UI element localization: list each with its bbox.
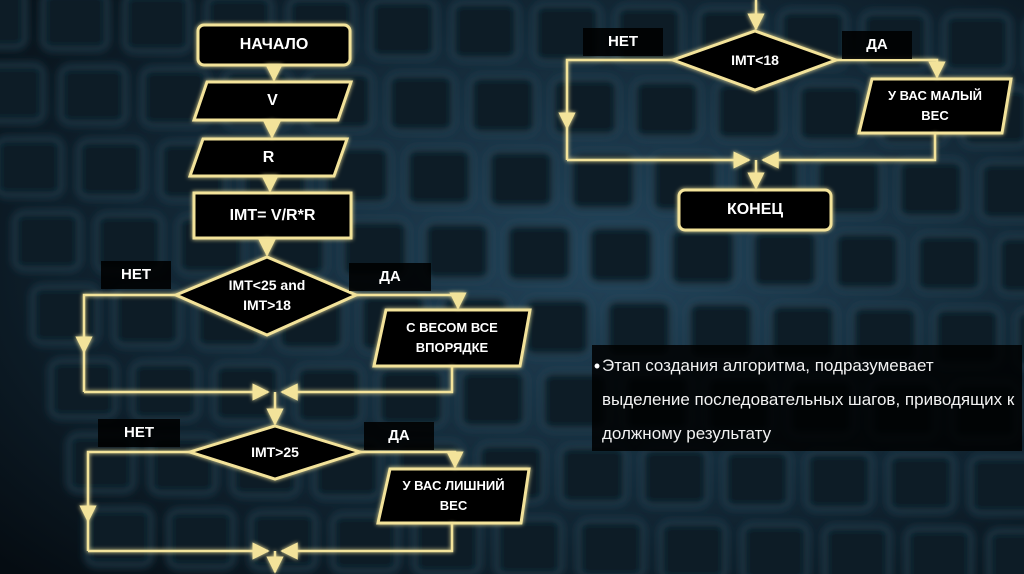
connector [356, 295, 458, 308]
result-over-label: У ВАС ЛИШНИЙ ВЕС [382, 471, 525, 521]
bullet-box: • Этап создания алгоритма, подразумевает… [592, 345, 1022, 451]
connector [567, 60, 673, 128]
connector [360, 452, 455, 467]
bullet-marker: • [592, 345, 602, 451]
result-under-label: У ВАС МАЛЫЙ ВЕС [863, 81, 1007, 131]
decision3-no-label: НЕТ [583, 28, 663, 56]
decision3-yes-label: ДА [842, 31, 912, 59]
end-label: КОНЕЦ [679, 190, 831, 230]
connector [84, 295, 176, 352]
input-v-label: V [200, 82, 345, 120]
connector [763, 133, 935, 160]
connector [282, 366, 452, 392]
bullet-text: Этап создания алгоритма, подразумевает в… [602, 345, 1022, 451]
decision2-label: IMT>25 [210, 440, 340, 464]
decision3-label: IMT<18 [700, 49, 810, 71]
result-normal-label: С ВЕСОМ ВСЕ ВПОРЯДКЕ [378, 312, 526, 364]
connector [836, 60, 937, 77]
input-r-label: R [196, 139, 341, 176]
connector [282, 523, 452, 551]
start-label: НАЧАЛО [198, 25, 350, 65]
decision1-no-label: НЕТ [101, 261, 171, 289]
decision1-yes-label: ДА [349, 263, 431, 291]
connector [88, 452, 190, 521]
decision1-label: IMT<25 and IMT>18 [196, 273, 338, 317]
decision2-yes-label: ДА [364, 422, 434, 450]
decision2-no-label: НЕТ [98, 419, 180, 447]
formula-label: IMT= V/R*R [194, 193, 351, 238]
